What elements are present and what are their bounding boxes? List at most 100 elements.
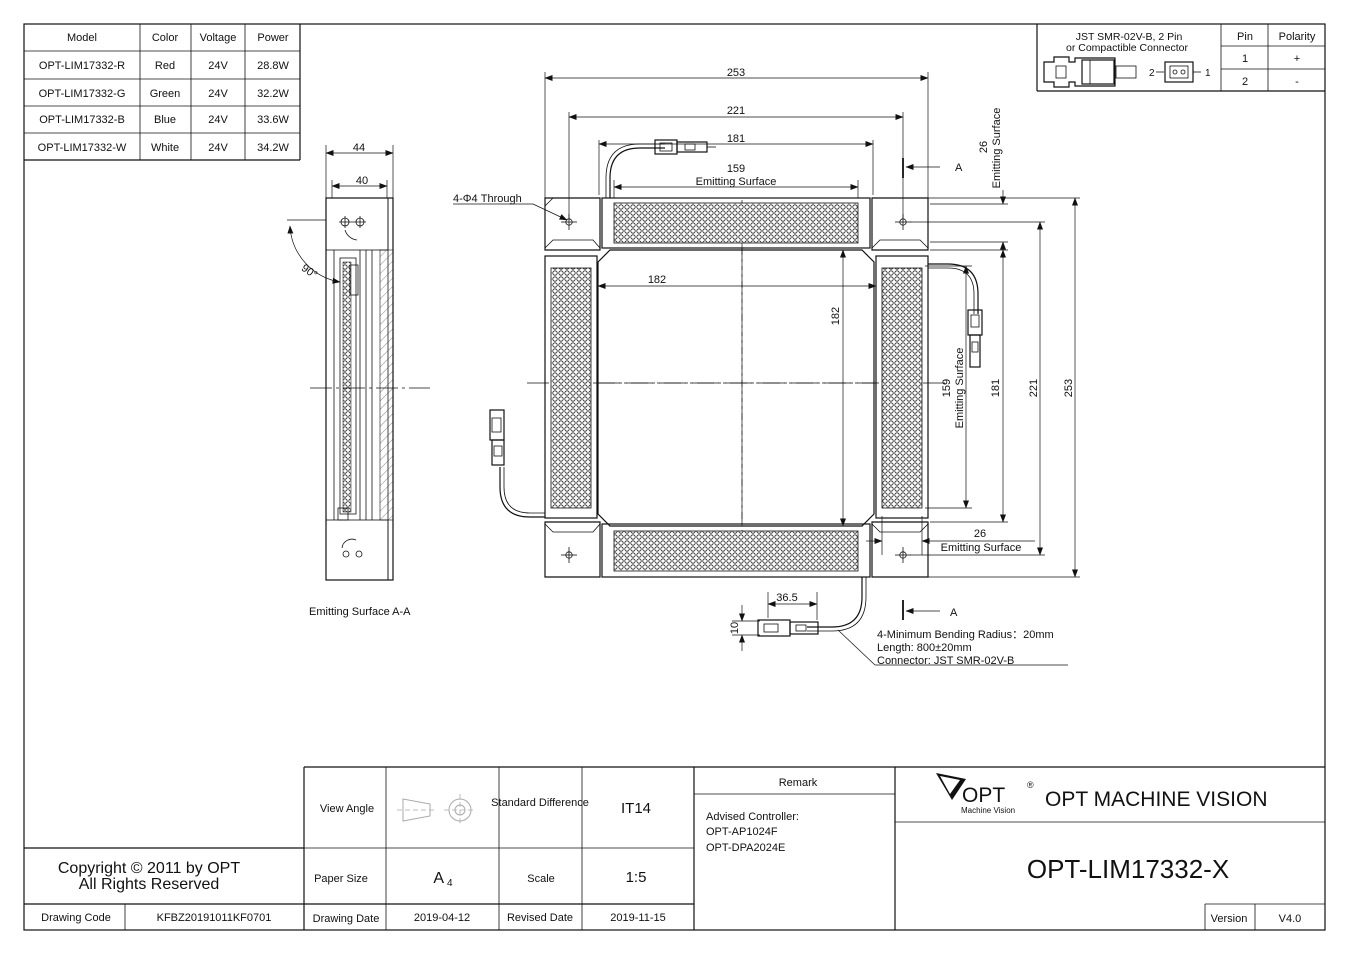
spec-cell: 32.2W bbox=[257, 88, 289, 100]
dim-159-top: 159 bbox=[727, 163, 745, 175]
drawing-date-label: Drawing Date bbox=[313, 913, 380, 925]
sheet-border bbox=[23, 23, 1326, 931]
side-view: 44 40 90° bbox=[287, 142, 430, 618]
light-bar-left bbox=[544, 255, 598, 519]
standard-difference: IT14 bbox=[621, 800, 651, 817]
dim-221-right: 221 bbox=[1028, 379, 1040, 397]
hole-note: 4-Φ4 Through bbox=[453, 193, 522, 205]
light-bar-top bbox=[601, 197, 871, 249]
pin-2-label: 2 bbox=[1149, 68, 1155, 79]
emitting-surface-bottom-label: Emitting Surface bbox=[941, 542, 1022, 554]
dim-181-top: 181 bbox=[727, 133, 745, 145]
mounting-hole bbox=[895, 214, 911, 230]
dim-26-right: 26 bbox=[978, 141, 990, 153]
angle-90: 90° bbox=[299, 262, 320, 281]
mounting-hole bbox=[895, 547, 911, 563]
opt-logo: OPT ® Machine Vision bbox=[936, 773, 1034, 815]
connector-illustration: 2 1 bbox=[1043, 56, 1211, 88]
company-name: OPT MACHINE VISION bbox=[1045, 788, 1267, 811]
drawing-code: KFBZ20191011KF0701 bbox=[157, 912, 272, 924]
emitting-surface-right-label: Emitting Surface bbox=[954, 348, 966, 429]
emitting-surface-right-top-label: Emitting Surface bbox=[991, 108, 1003, 189]
polarity-header: Polarity bbox=[1279, 31, 1316, 43]
logo-sub: Machine Vision bbox=[961, 806, 1015, 815]
dim-36-5: 36.5 bbox=[776, 592, 797, 604]
dim-221-top: 221 bbox=[727, 105, 745, 117]
version-label: Version bbox=[1211, 913, 1248, 925]
dim-182-vertical: 182 bbox=[830, 307, 842, 325]
paper-size-label: Paper Size bbox=[314, 873, 368, 885]
spec-cell: OPT-LIM17332-G bbox=[39, 88, 126, 100]
revised-date-label: Revised Date bbox=[507, 912, 573, 924]
spec-header-voltage: Voltage bbox=[200, 32, 237, 44]
dim-159-right: 159 bbox=[941, 379, 953, 397]
spec-cell: Green bbox=[150, 88, 181, 100]
title-block: Copyright © 2011 by OPT All Rights Reser… bbox=[24, 766, 1325, 930]
remark-line2: OPT-AP1024F bbox=[706, 826, 778, 838]
spec-cell: 24V bbox=[208, 60, 228, 72]
spec-cell: 24V bbox=[208, 88, 228, 100]
spec-header-power: Power bbox=[257, 32, 289, 44]
spec-table: Model Color Voltage Power OPT-LIM17332-R… bbox=[24, 24, 301, 161]
spec-cell: OPT-LIM17332-W bbox=[38, 142, 127, 154]
view-angle-label: View Angle bbox=[320, 803, 374, 815]
dim-40: 40 bbox=[356, 175, 368, 187]
copyright-line1: Copyright © 2011 by OPT bbox=[58, 860, 240, 877]
note-length: Length: 800±20mm bbox=[877, 642, 972, 654]
dim-44: 44 bbox=[353, 142, 365, 154]
spec-cell: 33.6W bbox=[257, 114, 289, 126]
spec-cell: 28.8W bbox=[257, 60, 289, 72]
connector-description: JST SMR-02V-B, 2 Pin bbox=[1076, 31, 1183, 43]
connector-table: JST SMR-02V-B, 2 Pin or Compactible Conn… bbox=[1036, 24, 1325, 92]
dim-181-right: 181 bbox=[990, 379, 1002, 397]
spec-cell: 24V bbox=[208, 142, 228, 154]
polarity-cell: - bbox=[1295, 76, 1299, 88]
revised-date: 2019-11-15 bbox=[610, 912, 665, 924]
mounting-hole bbox=[561, 547, 577, 563]
emitting-surface-top-label: Emitting Surface bbox=[696, 176, 777, 188]
pin-cell: 2 bbox=[1242, 76, 1248, 88]
part-number: OPT-LIM17332-X bbox=[1027, 854, 1229, 884]
dim-10: 10 bbox=[729, 622, 741, 634]
pin-cell: 1 bbox=[1242, 53, 1248, 65]
spec-cell: OPT-LIM17332-R bbox=[39, 60, 125, 72]
drawing-code-label: Drawing Code bbox=[41, 912, 111, 924]
dim-26-bottom: 26 bbox=[974, 528, 986, 540]
projection-symbol-icon bbox=[397, 794, 476, 826]
dim-182-horizontal: 182 bbox=[648, 274, 666, 286]
mounting-hole bbox=[561, 214, 577, 230]
dim-253-top: 253 bbox=[727, 67, 745, 79]
version: V4.0 bbox=[1279, 913, 1302, 925]
section-caption: Emitting Surface A-A bbox=[309, 606, 411, 618]
inner-window bbox=[597, 249, 875, 527]
light-bar-bottom bbox=[601, 523, 871, 578]
polarity-cell: + bbox=[1294, 53, 1300, 65]
logo-text: OPT bbox=[962, 784, 1005, 807]
spec-cell: 34.2W bbox=[257, 142, 289, 154]
note-connector: Connector: JST SMR-02V-B bbox=[877, 655, 1014, 667]
pin-1-label: 1 bbox=[1205, 68, 1211, 79]
scale: 1:5 bbox=[626, 869, 647, 886]
spec-header-model: Model bbox=[67, 32, 97, 44]
section-mark-top: A bbox=[955, 162, 963, 174]
spec-header-color: Color bbox=[152, 32, 179, 44]
note-bending-radius: 4-Minimum Bending Radius：20mm bbox=[877, 629, 1054, 641]
logo-registered: ® bbox=[1027, 780, 1034, 790]
connector-description: or Compactible Connector bbox=[1066, 42, 1188, 54]
section-mark-bottom: A bbox=[950, 607, 958, 619]
spec-cell: Red bbox=[155, 60, 175, 72]
spec-cell: 24V bbox=[208, 114, 228, 126]
spec-cell: White bbox=[151, 142, 179, 154]
spec-cell: OPT-LIM17332-B bbox=[39, 114, 125, 126]
front-view: 253 221 181 159 Emitting Surface 4-Φ4 Th… bbox=[453, 67, 1080, 667]
dim-253-right: 253 bbox=[1063, 379, 1075, 397]
drawing-date: 2019-04-12 bbox=[414, 912, 470, 924]
scale-label: Scale bbox=[527, 873, 555, 885]
pin-header: Pin bbox=[1237, 31, 1253, 43]
spec-cell: Blue bbox=[154, 114, 176, 126]
remark-label: Remark bbox=[779, 777, 818, 789]
remark-line3: OPT-DPA2024E bbox=[706, 842, 785, 854]
copyright-line2: All Rights Reserved bbox=[79, 876, 220, 893]
